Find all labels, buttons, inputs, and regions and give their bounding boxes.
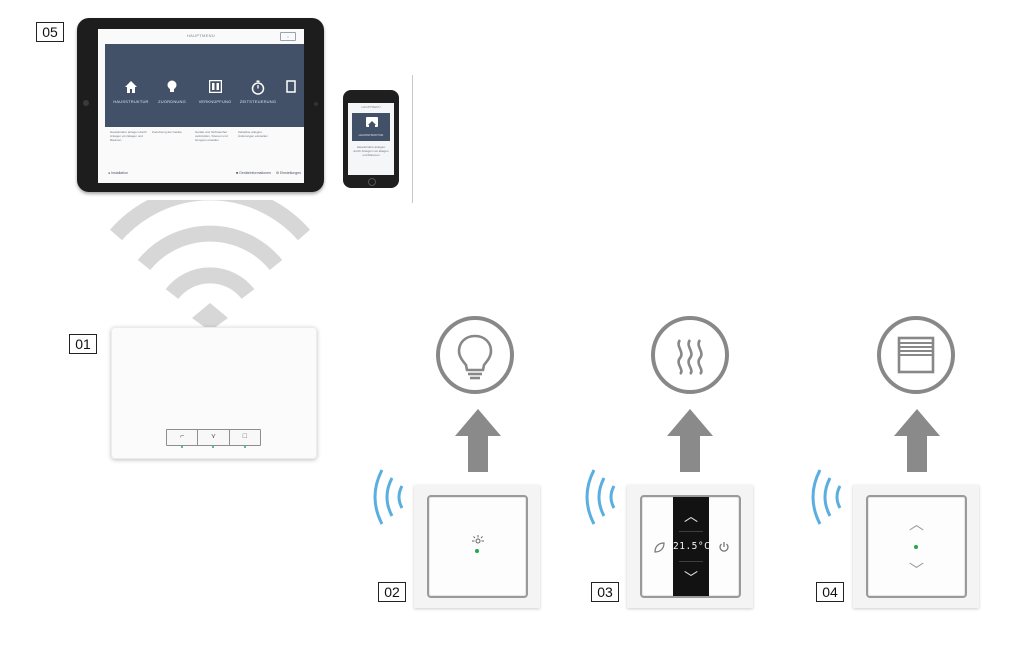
status-led	[181, 446, 184, 448]
chevron-down-icon[interactable]: ﹀	[684, 570, 698, 586]
system-access-point: ⌐ ⋎ □	[111, 327, 317, 459]
tile-hausstruktur[interactable]: HAUSSTRUKTUR	[111, 80, 151, 104]
tile-verknuepfung[interactable]: VERKNÜPFUNG	[195, 79, 235, 104]
house-icon	[111, 80, 151, 96]
blinds-icon	[897, 336, 935, 374]
label-02: 02	[378, 582, 406, 602]
tile-zeitsteuerung[interactable]: ZEITSTEUERUNG	[238, 80, 278, 104]
radio-waves-icon	[585, 469, 616, 525]
label-04: 04	[816, 582, 844, 602]
temperature-display: 21.5°C	[673, 541, 711, 552]
light-switch-rocker[interactable]	[427, 495, 528, 598]
up-arrow-blinds	[894, 409, 940, 472]
tablet-header: HAUPTMENÜ ⌂	[98, 29, 304, 43]
light-symbol-icon	[472, 535, 484, 544]
footer-installation[interactable]: ● Installation	[108, 171, 128, 175]
house-icon[interactable]: ⌂	[280, 32, 296, 41]
access-point-button-network[interactable]: ⌐	[167, 430, 199, 448]
eco-leaf-icon[interactable]	[652, 541, 666, 555]
phone-screen: HAUPTMENÜ HAUSSTRUKTUR Hausstruktur anle…	[348, 103, 394, 175]
divider	[679, 561, 703, 562]
access-point-button-link[interactable]: ⋎	[198, 430, 230, 448]
tile-more[interactable]	[281, 80, 301, 96]
lightbulb-icon	[152, 80, 192, 96]
user-icon: ●	[108, 171, 111, 175]
blind-switch: ︿ ﹀	[853, 485, 979, 608]
up-arrow-light	[455, 409, 501, 472]
divider-line	[412, 75, 413, 203]
phone-menu-band[interactable]: HAUSSTRUKTUR	[352, 113, 390, 141]
tablet-screen: HAUPTMENÜ ⌂ HAUSSTRUKTUR ZUORDNUNG VER	[98, 29, 304, 183]
heat-waves-icon	[677, 339, 703, 376]
network-icon: ⌐	[180, 433, 185, 440]
thermostat-body: ︿ 21.5°C ﹀	[640, 495, 741, 598]
tablet-camera	[314, 102, 318, 106]
heating-function-circle	[651, 316, 729, 394]
divider	[679, 531, 703, 532]
room-thermostat: ︿ 21.5°C ﹀	[627, 485, 753, 608]
label-01: 01	[69, 334, 97, 354]
footer-settings[interactable]: ⚙ Einstellungen	[276, 171, 301, 175]
device-icon: □	[242, 433, 247, 440]
panel-icon	[195, 79, 235, 96]
tile-description: Geräte und Verbraucher verknüpfen, Szene…	[195, 130, 228, 142]
chevron-up-icon[interactable]: ︿	[909, 516, 925, 533]
tile-description: Hausstruktur anlegen durch Anlegen von E…	[110, 130, 147, 142]
footer-device-info-label: Geräteinformationen	[239, 171, 272, 175]
status-led	[475, 549, 479, 553]
status-led	[243, 446, 246, 448]
link-icon: ⋎	[210, 433, 217, 440]
tile-label: ZUORDNUNG	[158, 99, 186, 104]
tile-description: Zuordnung der Geräte	[152, 130, 182, 134]
chevron-down-icon[interactable]: ﹀	[909, 562, 925, 579]
footer-device-info[interactable]: ■ Geräteinformationen	[236, 171, 271, 175]
house-icon	[366, 117, 378, 129]
gear-icon: ⚙	[276, 171, 280, 175]
phone-tile-label: HAUSSTRUKTUR	[358, 133, 384, 137]
thermostat-display-panel: ︿ 21.5°C ﹀	[673, 497, 711, 596]
status-led	[914, 545, 918, 549]
access-point-buttons: ⌐ ⋎ □	[166, 429, 261, 448]
phone-home-button	[368, 178, 376, 186]
tablet-header-title: HAUPTMENÜ	[186, 33, 216, 38]
tablet-menu-band: HAUSSTRUKTUR ZUORDNUNG VERKNÜPFUNG ZEITS…	[105, 44, 304, 127]
tile-label: HAUSSTRUKTUR	[113, 99, 149, 104]
tablet-home-button	[83, 100, 89, 106]
status-led	[212, 446, 215, 448]
tablet: HAUPTMENÜ ⌂ HAUSSTRUKTUR ZUORDNUNG VER	[77, 18, 324, 192]
power-icon[interactable]	[718, 541, 730, 553]
tile-zuordnung[interactable]: ZUORDNUNG	[152, 80, 192, 104]
info-icon: ■	[236, 171, 239, 175]
label-03: 03	[591, 582, 619, 602]
access-point-button-device[interactable]: □	[230, 430, 260, 448]
light-switch	[414, 485, 540, 608]
phone-header: HAUPTMENÜ	[361, 105, 381, 109]
radio-waves-icon	[811, 469, 842, 525]
tile-label: VERKNÜPFUNG	[198, 99, 232, 104]
blind-switch-rocker[interactable]: ︿ ﹀	[866, 495, 967, 598]
phone-description: Hausstruktur anlegen durch Anlegen von E…	[353, 145, 389, 157]
tile-label: ZEITSTEUERUNG	[239, 99, 277, 104]
label-05: 05	[36, 22, 64, 42]
footer-installation-label: Installation	[111, 171, 128, 175]
up-arrow-heating	[667, 409, 713, 472]
light-function-circle	[436, 316, 514, 394]
timer-icon	[238, 80, 278, 96]
settings-icon	[281, 80, 301, 96]
tile-description: Zeitpläne anlegen, Änderungen einstellen	[238, 130, 268, 138]
wifi-icon	[109, 200, 311, 331]
radio-waves-icon	[373, 469, 404, 525]
footer-settings-label: Einstellungen	[280, 171, 302, 175]
chevron-up-icon[interactable]: ︿	[684, 508, 698, 524]
smartphone: HAUPTMENÜ HAUSSTRUKTUR Hausstruktur anle…	[343, 90, 399, 188]
blinds-function-circle	[877, 316, 955, 394]
lightbulb-icon	[457, 334, 493, 380]
